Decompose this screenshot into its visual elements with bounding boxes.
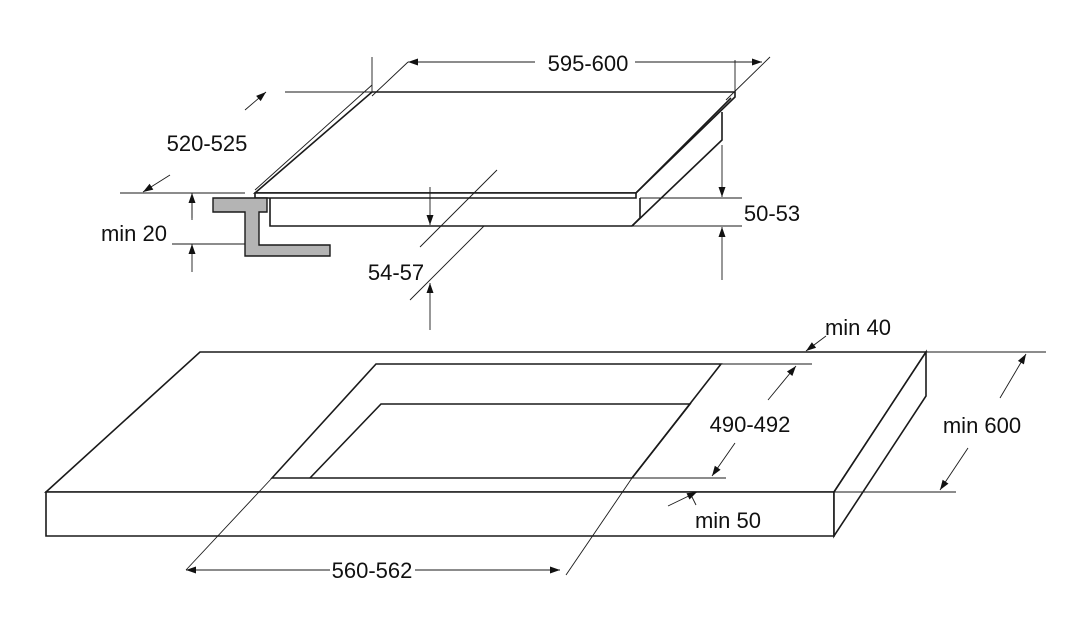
- label-hob-total-height: 54-57: [368, 260, 424, 285]
- dim-back-margin: min 40: [805, 315, 891, 352]
- worktop: [43, 349, 928, 539]
- label-hob-height: 50-53: [744, 201, 800, 226]
- label-worktop-depth: min 600: [943, 413, 1021, 438]
- label-back-margin: min 40: [825, 315, 891, 340]
- dim-worktop-depth: min 600: [939, 353, 1027, 491]
- label-hob-depth: 520-525: [167, 131, 248, 156]
- label-hob-width: 595-600: [548, 51, 629, 76]
- label-clearance-below: min 20: [101, 221, 167, 246]
- dim-arrow-top: [999, 353, 1027, 399]
- ext-line: [185, 477, 273, 571]
- hob-glass-top: [252, 91, 736, 194]
- dim-arrow-bottom: [711, 442, 736, 477]
- cutout-inner: [309, 403, 692, 479]
- ext-line: [419, 169, 498, 248]
- dim-hob-width: 595-600: [371, 51, 771, 101]
- worktop-side: [833, 349, 927, 539]
- dim-arrow-bottom: [939, 447, 969, 491]
- dim-arrow-bottom: [142, 174, 171, 193]
- hob: [212, 91, 736, 257]
- label-front-margin: min 50: [695, 508, 761, 533]
- dim-hob-depth: 520-525: [142, 91, 267, 193]
- dim-arrow-top: [767, 365, 797, 401]
- worktop-extension-lines: [185, 351, 1046, 576]
- hob-body-right: [631, 198, 641, 227]
- dim-hob-height: 50-53: [718, 145, 800, 280]
- dim-front-margin: min 50: [667, 491, 761, 533]
- dim-clearance-below: min 20: [101, 193, 196, 272]
- dim-cutout-width: 560-562: [186, 558, 560, 583]
- mounting-bracket: [212, 197, 331, 257]
- label-cutout-width: 560-562: [332, 558, 413, 583]
- dim-arrow: [805, 335, 827, 352]
- dim-arrow: [667, 491, 698, 507]
- worktop-top: [43, 351, 928, 493]
- dim-cutout-depth: 490-492: [710, 365, 797, 477]
- label-cutout-depth: 490-492: [710, 412, 791, 437]
- ext-line: [565, 477, 633, 576]
- hob-extension-lines: [120, 57, 742, 301]
- dim-arrow-top: [244, 91, 267, 111]
- dim-hob-total-height: 54-57: [368, 187, 434, 330]
- ext-line: [409, 225, 485, 301]
- ext-line: [725, 56, 771, 101]
- ext-line: [254, 84, 373, 191]
- hob-glass-front-edge: [254, 192, 637, 199]
- ext-line: [371, 61, 409, 97]
